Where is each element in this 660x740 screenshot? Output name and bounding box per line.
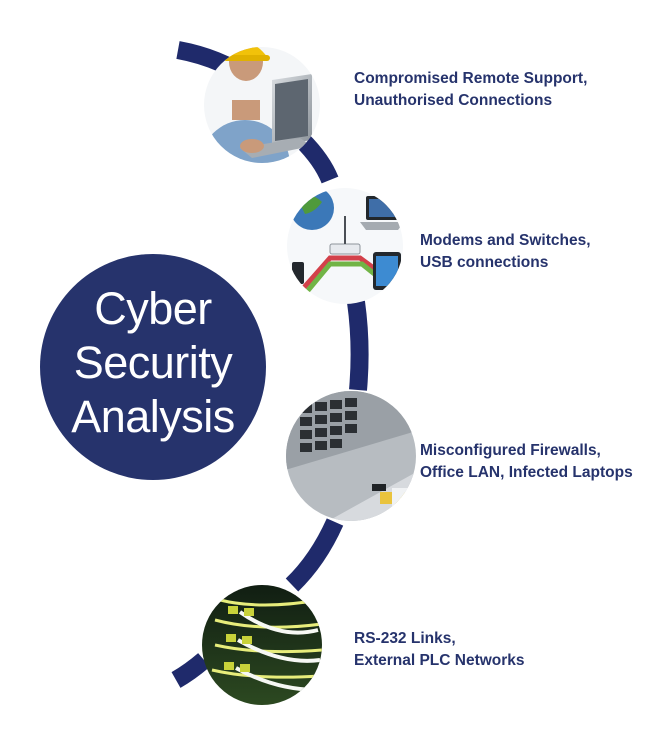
item-label-firewalls: Misconfigured Firewalls, Office LAN, Inf… xyxy=(420,440,633,484)
item-label-line-1: Modems and Switches, xyxy=(420,230,591,252)
title-line-3: Analysis xyxy=(48,392,258,442)
item-label-line-2: Unauthorised Connections xyxy=(354,90,587,112)
item-label-rs232: RS-232 Links, External PLC Networks xyxy=(354,628,525,672)
item-label-modems: Modems and Switches, USB connections xyxy=(420,230,591,274)
item-label-remote-support: Compromised Remote Support, Unauthorised… xyxy=(354,68,587,112)
item-label-line-2: USB connections xyxy=(420,252,591,274)
item-label-line-2: Office LAN, Infected Laptops xyxy=(420,462,633,484)
item-label-line-1: Compromised Remote Support, xyxy=(354,68,587,90)
network-cables-photo xyxy=(200,583,325,708)
item-label-line-2: External PLC Networks xyxy=(354,650,525,672)
item-label-line-1: RS-232 Links, xyxy=(354,628,525,650)
technician-with-laptop-photo xyxy=(200,43,325,210)
laptop-usb-port-photo xyxy=(285,390,420,525)
title-line-2: Security xyxy=(48,338,258,388)
item-label-line-1: Misconfigured Firewalls, xyxy=(420,440,633,462)
title-line-1: Cyber xyxy=(48,284,258,334)
connected-devices-photo xyxy=(285,185,410,310)
